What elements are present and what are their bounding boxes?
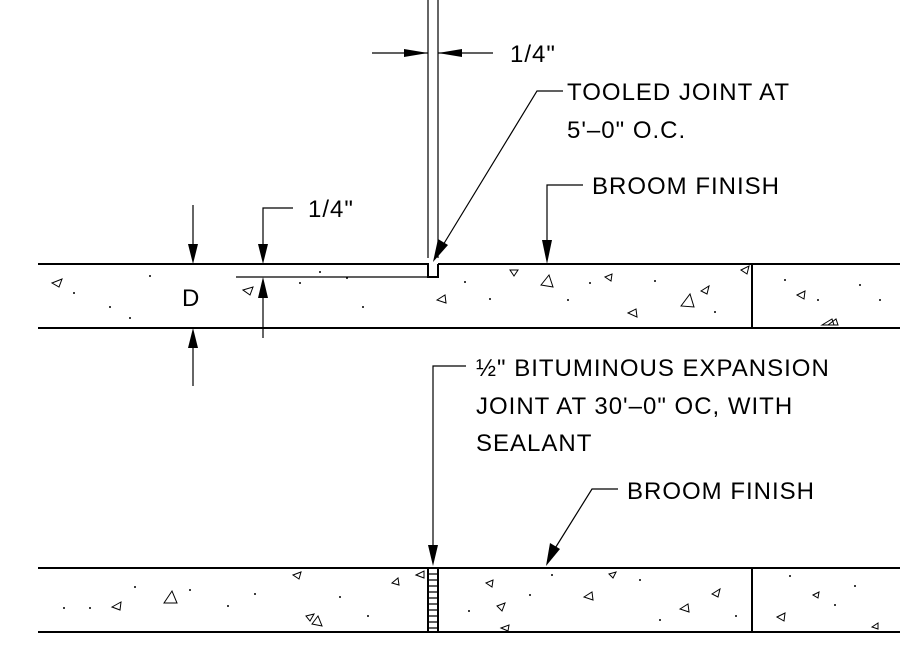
lower-slab-aggregate [63,570,879,632]
arrowhead [258,277,268,298]
expansion-joint-filler [427,567,439,633]
tooled-joint-width-dimension: 1/4" [372,0,556,258]
arrowhead [258,244,268,264]
slab-thickness-label: D [182,285,200,312]
lower-broom-finish-leader: BROOM FINISH [546,478,815,566]
expansion-joint-leader: ½" BITUMINOUS EXPANSION JOINT AT 30'–0" … [428,355,830,566]
lower-broom-finish-label: BROOM FINISH [627,478,815,505]
tooled-joint-width-label: 1/4" [510,41,556,68]
expansion-joint-note-line-2: JOINT AT 30'–0" OC, WITH [476,393,793,420]
arrowhead [188,244,198,264]
tooled-joint-note-line-2: 5'–0" O.C. [567,117,686,144]
expansion-joint-note-line-1: ½" BITUMINOUS EXPANSION [476,355,830,382]
arrowhead [188,328,198,348]
arrowhead [404,49,428,57]
slab-thickness-dimension: D [182,205,200,386]
upper-broom-finish-label: BROOM FINISH [592,173,780,200]
lower-slab [38,567,900,633]
joint-depth-label: 1/4" [308,196,354,223]
tooled-joint-leader: TOOLED JOINT AT 5'–0" O.C. [433,79,790,262]
tooled-joint-note-line-1: TOOLED JOINT AT [567,79,790,106]
arrowhead [428,545,438,566]
arrowhead [433,239,448,262]
tooled-joint-groove [425,263,439,278]
upper-slab-aggregate [50,265,881,326]
expansion-joint-note-line-3: SEALANT [476,430,592,457]
arrowhead [438,49,462,57]
arrowhead [542,240,552,264]
upper-slab [38,263,900,329]
joint-depth-dimension: 1/4" [236,196,428,338]
arrowhead [546,543,560,566]
upper-broom-finish-leader: BROOM FINISH [542,173,780,264]
